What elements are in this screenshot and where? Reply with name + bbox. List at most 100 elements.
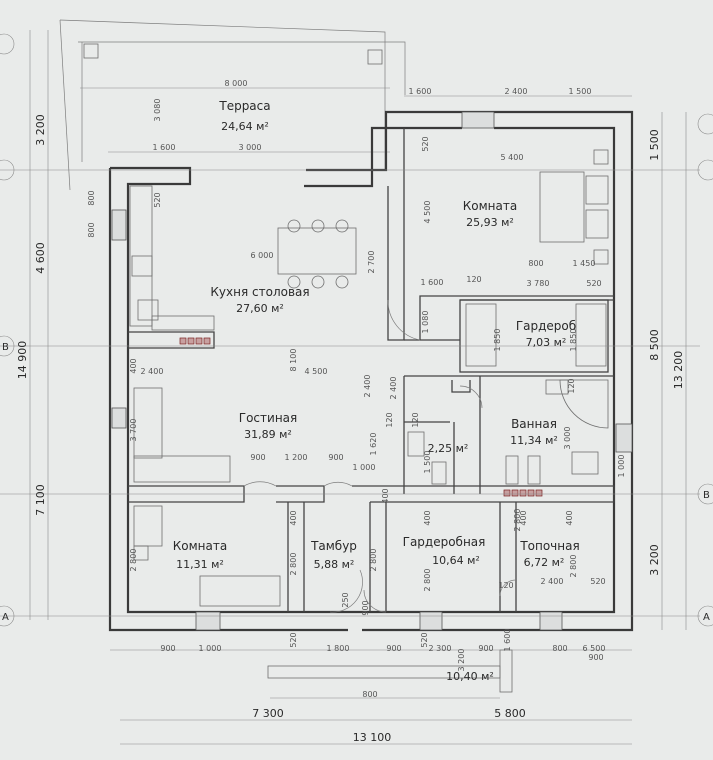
dim-right-top: 1 500 [648, 129, 661, 161]
room-area-bedroom: 25,93 м² [466, 216, 514, 229]
room-area-living: 31,89 м² [244, 428, 292, 441]
dimension-label: 1 800 [327, 644, 350, 653]
dim-bottom-total: 13 100 [353, 731, 392, 744]
room-name-bathroom: Ванная [511, 417, 557, 431]
dim-left-mid: 4 600 [34, 242, 47, 274]
dimension-label: 520 [590, 577, 605, 586]
furniture [129, 149, 609, 693]
room-area-kitchen: 27,60 м² [236, 302, 284, 315]
dimension-label: 4 500 [305, 367, 328, 376]
dimension-label: 2 800 [289, 553, 298, 576]
room-name-kitchen: Кухня столовая [210, 285, 309, 299]
room-name-vestibule: Тамбур [310, 539, 357, 553]
dimension-label: 3 000 [239, 143, 262, 152]
dimension-label: 400 [565, 510, 574, 525]
dimension-label: 1 500 [423, 451, 432, 474]
dimension-label: 900 [361, 600, 370, 615]
dimension-label: 2 400 [141, 367, 164, 376]
dimension-label: 1 500 [569, 87, 592, 96]
grid-label-a-left: А [2, 612, 9, 623]
dimension-label: 2 800 [569, 555, 578, 578]
dimension-label: 2 700 [367, 251, 376, 274]
dimension-label: 3 000 [563, 427, 572, 450]
dimension-label: 250 [341, 592, 350, 607]
dimension-label: 120 [466, 275, 481, 284]
dimension-label: 400 [423, 510, 432, 525]
grid-label-b-right: В [703, 490, 710, 501]
dimension-label: 400 [289, 510, 298, 525]
room-area-wc: 2,25 м² [428, 442, 469, 455]
dimension-label: 1 000 [199, 644, 222, 653]
room-name-small-room: Комната [173, 539, 227, 553]
dimension-label: 800 [362, 690, 377, 699]
dimension-label: 1 600 [409, 87, 432, 96]
room-area-vestibule: 5,88 м² [314, 558, 355, 571]
grid-label-b-left: В [2, 342, 9, 353]
dimension-label: 520 [586, 279, 601, 288]
dimension-label: 2 300 [429, 644, 452, 653]
dimension-lines [0, 30, 713, 745]
dimension-label: 900 [328, 453, 343, 462]
room-area-small-room: 11,31 м² [176, 558, 224, 571]
dimension-label: 900 [160, 644, 175, 653]
room-area-wardrobe: 7,03 м² [526, 336, 567, 349]
dimension-label: 1 850 [569, 329, 578, 352]
dim-left-top: 3 200 [34, 114, 47, 146]
dimension-label: 1 200 [285, 453, 308, 462]
dimension-label: 400 [381, 488, 390, 503]
dimension-label: 900 [250, 453, 265, 462]
dimension-label: 800 [528, 259, 543, 268]
room-name-living: Гостиная [239, 411, 297, 425]
dimension-label: 8 100 [289, 349, 298, 372]
dimension-label: 4 500 [423, 201, 432, 224]
dimension-label: 120 [498, 581, 513, 590]
dimension-label: 6 000 [251, 251, 274, 260]
room-name-boiler: Топочная [519, 539, 579, 553]
dimension-label: 2 400 [505, 87, 528, 96]
dimension-label: 520 [420, 632, 429, 647]
dimension-label: 1 620 [369, 433, 378, 456]
room-name-terrace: Терраса [218, 99, 270, 113]
dimension-label: 900 [386, 644, 401, 653]
room-name-dressing: Гардеробная [403, 535, 486, 549]
dimension-label: 120 [411, 412, 420, 427]
dim-right-bottom: 3 200 [648, 544, 661, 576]
dimension-label: 400 [129, 358, 138, 373]
dimension-label: 120 [567, 378, 576, 393]
room-area-terrace: 24,64 м² [221, 120, 269, 133]
room-name-wardrobe: Гардероб [516, 319, 576, 333]
dim-left-bottom: 7 100 [34, 484, 47, 516]
dimension-label: 520 [421, 136, 430, 151]
dimension-label: 2 400 [541, 577, 564, 586]
room-name-bedroom: Комната [463, 199, 517, 213]
dim-left-total: 14 900 [16, 341, 29, 380]
dimension-label: 120 [385, 412, 394, 427]
dim-right-total: 13 200 [672, 351, 685, 390]
dimension-label: 1 000 [617, 455, 626, 478]
dimension-label: 520 [153, 192, 162, 207]
dimension-label: 2 800 [513, 509, 522, 532]
dimension-label: 1 080 [421, 311, 430, 334]
dimension-label: 800 [87, 190, 96, 205]
dimension-label: 2 400 [363, 375, 372, 398]
room-area-bathroom: 11,34 м² [510, 434, 558, 447]
dimension-label: 5 400 [501, 153, 524, 162]
dimension-label: 1 850 [493, 329, 502, 352]
dimension-label: 520 [289, 632, 298, 647]
dimension-label: 2 800 [423, 569, 432, 592]
dimension-label: 6 500 [583, 644, 606, 653]
dimension-label: 1 600 [421, 278, 444, 287]
dim-bottom-right: 5 800 [494, 707, 526, 720]
dimension-label: 8 000 [225, 79, 248, 88]
room-area-porch: 10,40 м² [446, 670, 494, 683]
dim-bottom-left: 7 300 [252, 707, 284, 720]
dimension-label: 1 600 [153, 143, 176, 152]
dimension-label: 3 780 [527, 279, 550, 288]
dimension-label: 900 [588, 653, 603, 662]
dimension-label: 3 200 [457, 649, 466, 672]
dimension-label: 2 800 [369, 549, 378, 572]
dimension-label: 400 [519, 510, 528, 525]
windows [111, 111, 633, 631]
